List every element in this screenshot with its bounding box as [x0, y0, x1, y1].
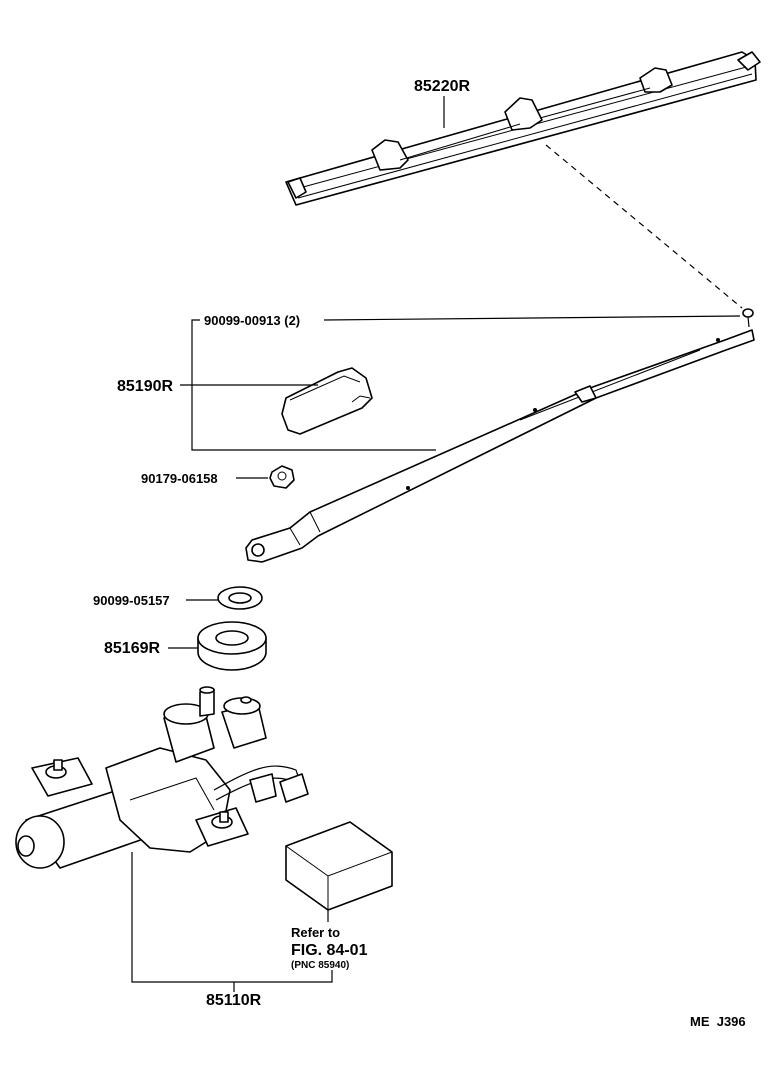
- part-label-cap: 85190R: [117, 378, 173, 395]
- arm-cap: [281, 367, 373, 435]
- part-label-motor: 85110R: [206, 992, 262, 1009]
- dashed-link: [545, 144, 743, 309]
- part-label-grommet: 85169R: [104, 640, 160, 657]
- wiper-motor: [15, 686, 309, 869]
- screw-leader: [323, 315, 741, 321]
- relay-module: [285, 821, 393, 911]
- part-label-washer: 90099-05157: [93, 593, 170, 608]
- washer: [217, 586, 263, 610]
- nut: [269, 465, 295, 489]
- part-label-nut: 90179-06158: [141, 471, 218, 486]
- motor-bracket: [131, 852, 333, 983]
- screw: [742, 308, 754, 328]
- drawing-code: ME J396: [690, 1014, 746, 1029]
- wiper-arm: [245, 329, 755, 563]
- part-label-blade: 85220R: [414, 78, 470, 95]
- reference-line1: Refer to: [291, 925, 340, 940]
- wiper-blade: [285, 51, 761, 206]
- part-label-screw: 90099-00913 (2): [204, 313, 300, 328]
- reference-line3: (PNC 85940): [291, 960, 349, 971]
- grommet: [197, 621, 267, 671]
- reference-line2: FIG. 84-01: [291, 942, 368, 959]
